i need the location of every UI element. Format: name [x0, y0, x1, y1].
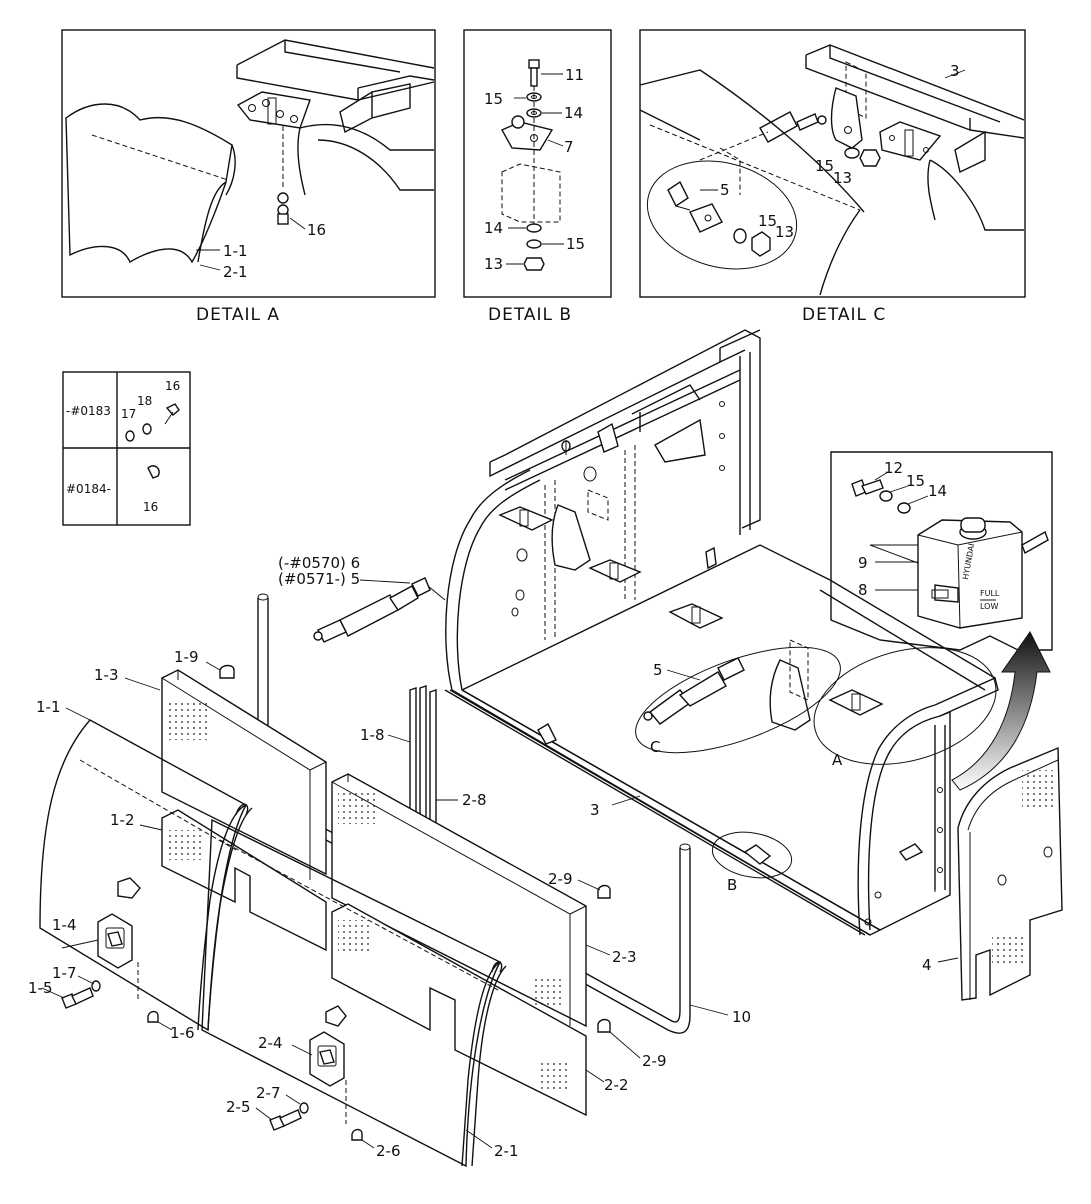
callout-tank-8: 8 [858, 581, 868, 599]
reservoir-inset: 12 15 14 HYUNDAI FULL LOW 9 8 [830, 451, 1053, 651]
left-pads: 1-9 1-3 1-2 [94, 648, 327, 952]
direction-arrow [951, 631, 1051, 791]
callout-tank-15: 15 [906, 472, 925, 490]
tank-full: FULL [980, 589, 1000, 598]
detail-a-panel: 16 1-1 2-1 [61, 29, 436, 298]
callout-1-1: 1-1 [36, 698, 61, 716]
left-cover: 1-1 1-4 1-7 1-5 1-6 [28, 698, 253, 1042]
callout-2-5: 2-5 [226, 1098, 251, 1116]
tank-low: LOW [980, 602, 998, 611]
main-frame: C A B 5 3 [444, 329, 999, 936]
callout-b-14: 14 [564, 104, 583, 122]
detail-b-caption: DETAIL B [488, 305, 572, 325]
callout-2-9-top: 2-9 [548, 870, 573, 888]
side-cover-4: 4 [922, 746, 1063, 1001]
detail-a-caption: DETAIL A [196, 305, 280, 325]
callout-b-15: 15 [484, 90, 503, 108]
callout-10: 10 [732, 1008, 751, 1026]
callout-c-13b: 13 [775, 223, 794, 241]
callout-tank-12: 12 [884, 459, 903, 477]
callout-tank-14: 14 [928, 482, 947, 500]
callout-b-13: 13 [484, 255, 503, 273]
right-cover: 2-4 2-7 2-5 2-6 2-1 [201, 818, 519, 1168]
callout-1-3: 1-3 [94, 666, 119, 684]
callout-2-2: 2-2 [604, 1076, 629, 1094]
callout-1-6: 1-6 [170, 1024, 195, 1042]
gas-spring-serial-2: (#0571-) 5 [278, 570, 360, 588]
gas-spring-serial-1: (-#0570) 6 [278, 554, 360, 572]
callout-a-16: 16 [307, 221, 326, 239]
serial-row-1-part-18: 18 [137, 394, 152, 408]
callout-1-5: 1-5 [28, 979, 53, 997]
serial-row-1-range: -#0183 [66, 404, 111, 418]
callout-b-15b: 15 [566, 235, 585, 253]
detail-c-panel: 3 15 13 5 15 13 [639, 29, 1026, 298]
callout-2-8: 2-8 [462, 791, 487, 809]
callout-1-8: 1-8 [360, 726, 385, 744]
callout-a-2-1: 2-1 [223, 263, 248, 281]
callout-2-3: 2-3 [612, 948, 637, 966]
callout-2-4: 2-4 [258, 1034, 283, 1052]
callout-a-1-1: 1-1 [223, 242, 248, 260]
callout-c-3: 3 [950, 62, 960, 80]
gas-spring-upper: (-#0570) 6 (#0571-) 5 [278, 554, 446, 643]
right-pads: 2-9 2-3 2-9 2-2 [331, 773, 667, 1117]
callout-c-5: 5 [720, 181, 730, 199]
callout-tank-9: 9 [858, 554, 868, 572]
callout-b-7: 7 [564, 138, 574, 156]
circle-label-b: B [727, 876, 737, 894]
callout-c-13: 13 [833, 169, 852, 187]
callout-2-6: 2-6 [376, 1142, 401, 1160]
callout-4: 4 [922, 956, 932, 974]
serial-row-1-part-17: 17 [121, 407, 136, 421]
serial-row-1-part-16: 16 [165, 379, 180, 393]
callout-b-11: 11 [565, 66, 584, 84]
callout-2-1: 2-1 [494, 1142, 519, 1160]
callout-1-9: 1-9 [174, 648, 199, 666]
callout-main-3: 3 [590, 801, 600, 819]
callout-1-4: 1-4 [52, 916, 77, 934]
serial-table: -#0183 #0184- 17 18 16 16 [62, 371, 191, 526]
serial-row-2-range: #0184- [66, 482, 111, 496]
callout-main-5: 5 [653, 661, 663, 679]
callout-2-9-bottom: 2-9 [642, 1052, 667, 1070]
serial-row-2-part-16: 16 [143, 500, 158, 514]
detail-b-panel: 11 15 14 7 14 15 13 [463, 29, 612, 298]
callout-1-2: 1-2 [110, 811, 135, 829]
callout-b-14b: 14 [484, 219, 503, 237]
circle-label-c: C [650, 738, 660, 756]
callout-c-15b: 15 [758, 212, 777, 230]
circle-label-a: A [832, 751, 843, 769]
detail-c-caption: DETAIL C [802, 305, 886, 325]
callout-2-7: 2-7 [256, 1084, 281, 1102]
callout-c-15: 15 [815, 157, 834, 175]
callout-1-7: 1-7 [52, 964, 77, 982]
